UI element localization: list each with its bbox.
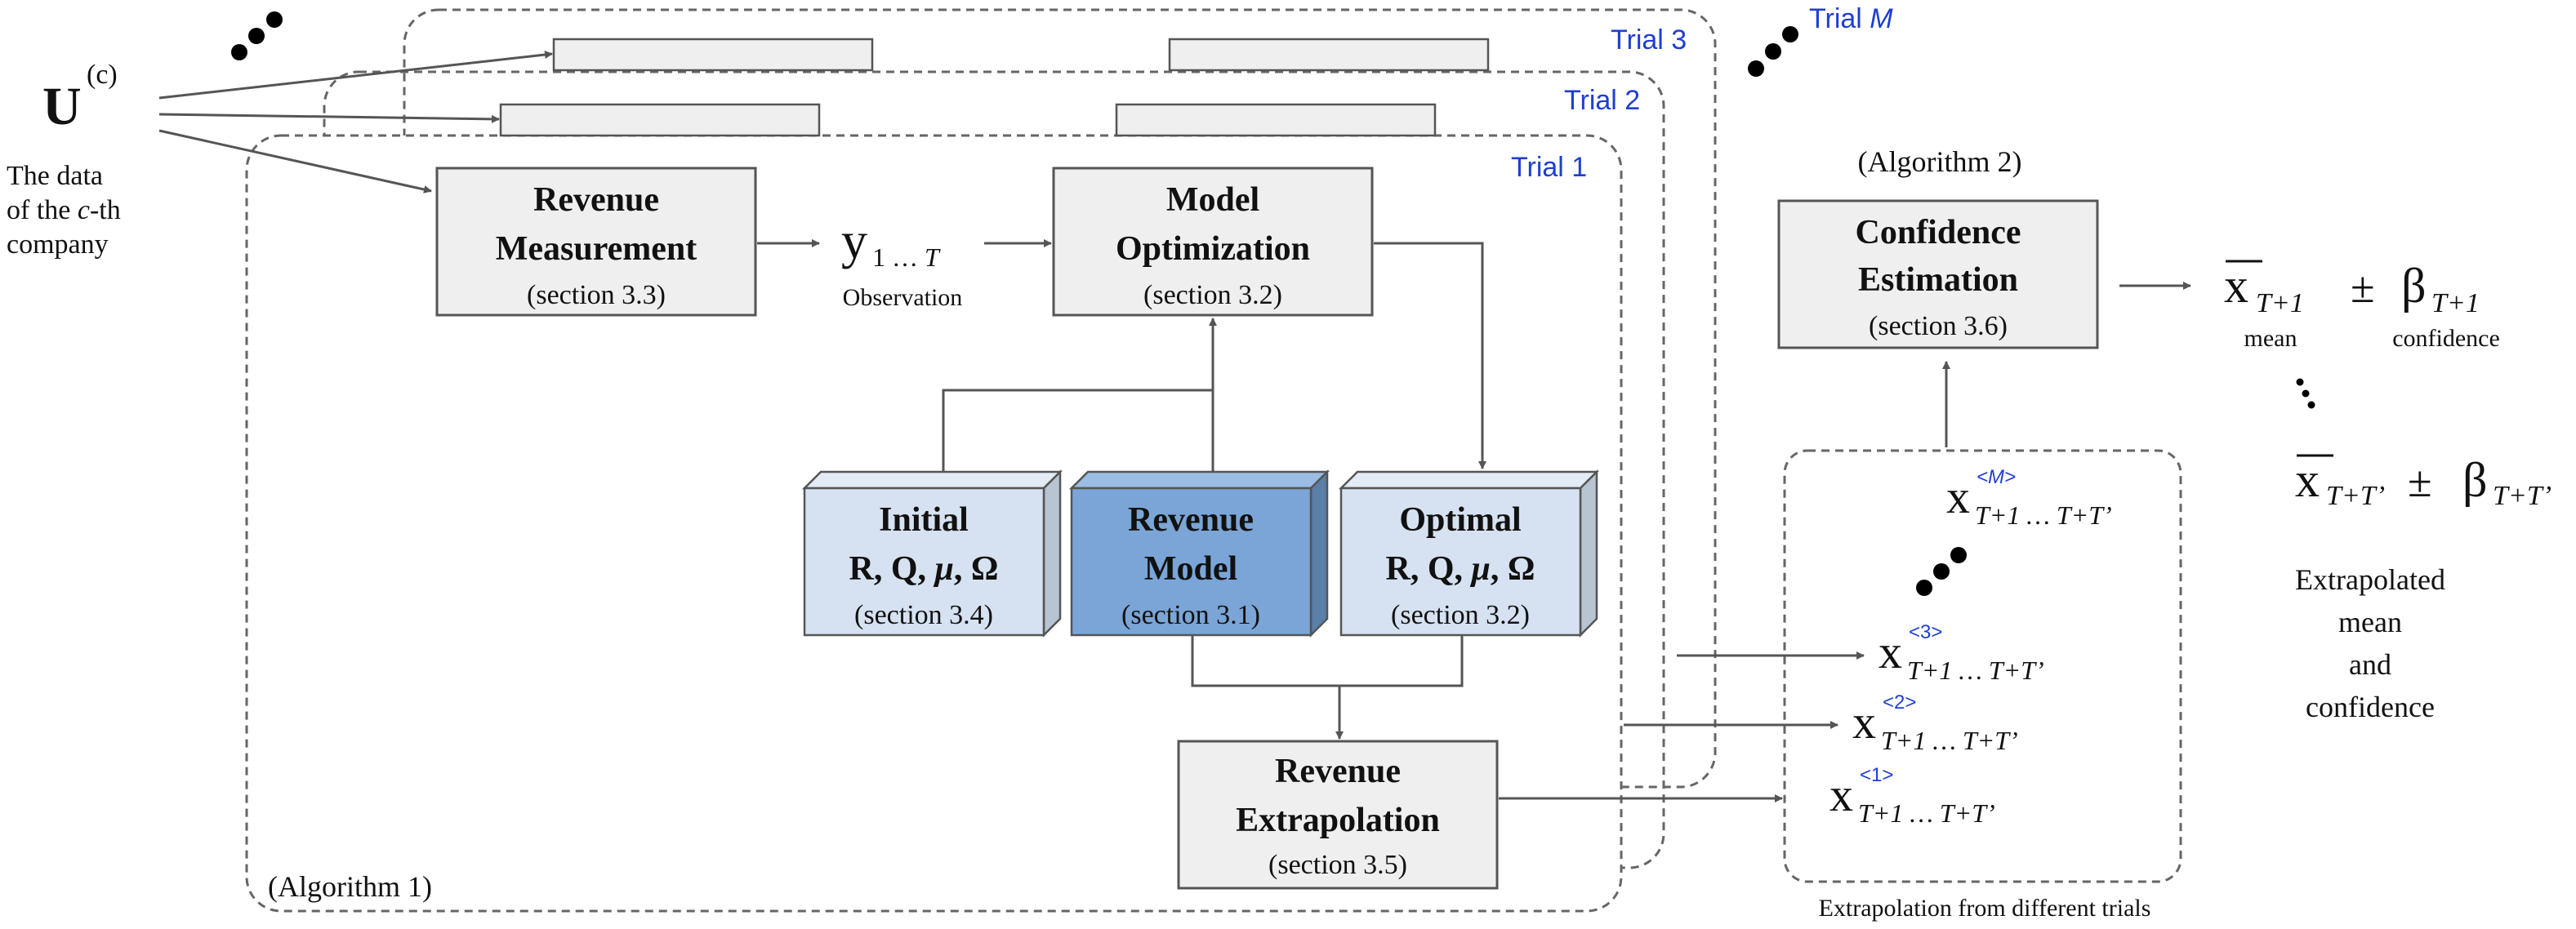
confidence-estimation-box (1777, 199, 2099, 349)
extrapolation-3-superscript: <3> (1909, 621, 1942, 643)
trial-m-label: Trial M (1809, 3, 1893, 34)
revenue-extrapolation-box (1177, 740, 1499, 890)
optimal-params-cube (1338, 469, 1600, 638)
input-arrows (158, 51, 553, 193)
input-superscript: (c) (87, 60, 118, 90)
optimal-params-section: (section 3.2) (1391, 600, 1530, 630)
extrapolation-m-subscript: T+1 … T+T’ (1975, 500, 2112, 530)
trial-3-label: Trial 3 (1611, 24, 1687, 56)
ellipsis-dots-top-left (231, 11, 283, 60)
trial-3-box-right (1168, 38, 1490, 72)
input-caption-line2: of the c-th (7, 195, 121, 225)
revenue-extrapolation-title-1: Revenue (1275, 753, 1401, 790)
revenue-measurement-title-1: Revenue (533, 181, 659, 219)
mean-last-symbol: x (2295, 453, 2320, 507)
extrapolation-2-symbol: x (1852, 696, 1876, 749)
revenue-extrapolation-section: (section 3.5) (1268, 850, 1407, 880)
observation-subscript: 1 … T (872, 242, 941, 272)
extrapolation-1-superscript: <1> (1860, 764, 1893, 786)
trial-2-box-right (1115, 103, 1437, 137)
initial-params-title-1: Initial (879, 501, 969, 539)
flow-arrows (757, 239, 1486, 740)
output-caption-line4: confidence (2306, 691, 2435, 723)
beta-last-symbol: β (2462, 453, 2488, 507)
extrapolation-2-subscript: T+1 … T+T’ (1881, 726, 2018, 755)
initial-params-title-2: R, Q, μ, Ω (849, 550, 999, 588)
optimal-params-title-1: Optimal (1399, 501, 1521, 539)
revenue-measurement-box (435, 167, 757, 317)
ellipsis-dots-trial-m (1748, 26, 1798, 77)
revenue-model-section: (section 3.1) (1121, 600, 1260, 630)
confidence-label: confidence (2392, 325, 2500, 352)
revenue-extrapolation-title-2: Extrapolation (1236, 802, 1440, 839)
model-optimization-title-1: Model (1166, 181, 1259, 219)
revenue-measurement-title-2: Measurement (496, 230, 697, 268)
trial-3-box-left (552, 38, 874, 72)
input-caption-line3: company (7, 229, 109, 260)
revenue-model-title-1: Revenue (1128, 501, 1254, 539)
revenue-model-cube (1068, 469, 1330, 638)
mean-label: mean (2244, 325, 2297, 352)
confidence-estimation-section: (section 3.6) (1869, 311, 2008, 341)
mean-last-subscript: T+T’ (2326, 481, 2385, 511)
confidence-estimation-title-2: Estimation (1858, 261, 2018, 299)
observation-symbol: y (841, 211, 867, 269)
extrapolation-m-symbol: x (1946, 470, 1970, 523)
vertical-ellipsis-outputs (2296, 378, 2315, 409)
plus-minus-last: ± (2408, 457, 2432, 506)
trial-output-arrows (1499, 282, 2191, 802)
input-symbol: U (42, 77, 82, 136)
revenue-model-title-2: Model (1144, 550, 1237, 588)
extrapolation-1-symbol: x (1829, 768, 1853, 821)
output-caption-line1: Extrapolated (2295, 563, 2445, 596)
ellipsis-dots-extrapolation (1916, 547, 1967, 596)
initial-params-cube (801, 469, 1063, 638)
revenue-measurement-section: (section 3.3) (527, 280, 666, 310)
algorithm-2-label: (Algorithm 2) (1858, 145, 2022, 178)
trial-1-label: Trial 1 (1511, 152, 1587, 183)
extrapolation-3-symbol: x (1879, 625, 1902, 678)
output-caption-line3: and (2349, 648, 2391, 681)
extrapolation-2-superscript: <2> (1883, 691, 1916, 713)
observation-label: Observation (843, 284, 963, 311)
beta-first-symbol: β (2401, 259, 2427, 313)
output-caption-line2: mean (2338, 606, 2402, 638)
plus-minus-first: ± (2351, 263, 2375, 312)
extrapolation-m-superscript: <M> (1977, 466, 2016, 488)
optimal-params-title-2: R, Q, μ, Ω (1386, 550, 1535, 588)
beta-last-subscript: T+T’ (2493, 481, 2551, 511)
input-caption-line1: The data (7, 161, 103, 191)
model-optimization-section: (section 3.2) (1143, 280, 1282, 310)
algorithm-1-label: (Algorithm 1) (268, 870, 432, 903)
extrapolations-caption: Extrapolation from different trials (1819, 895, 2151, 922)
model-optimization-box (1052, 167, 1374, 317)
initial-params-section: (section 3.4) (854, 600, 993, 630)
extrapolation-1-subscript: T+1 … T+T’ (1858, 798, 1995, 828)
beta-first-subscript: T+1 (2431, 288, 2480, 318)
extrapolation-3-subscript: T+1 … T+T’ (1907, 656, 2044, 685)
trial-2-box-left (499, 103, 821, 137)
model-optimization-title-2: Optimization (1116, 230, 1310, 268)
trial-2-label: Trial 2 (1564, 85, 1640, 116)
mean-first-subscript: T+1 (2256, 288, 2304, 318)
confidence-estimation-title-1: Confidence (1856, 214, 2021, 251)
mean-first-symbol: x (2224, 259, 2248, 313)
